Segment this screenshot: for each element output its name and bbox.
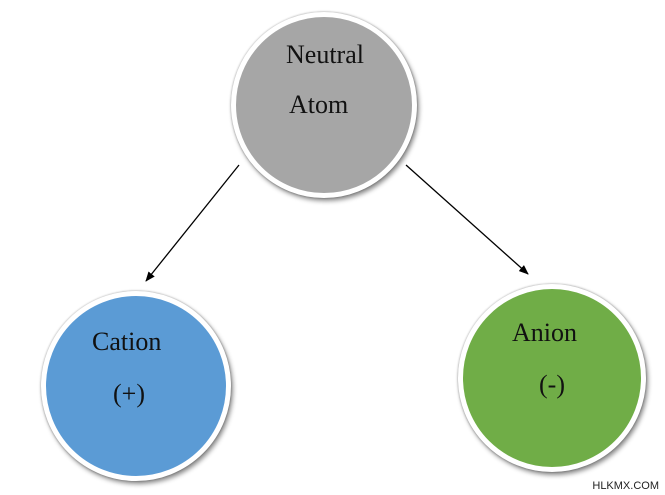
anion-node [458,284,646,472]
arrow-to-cation [145,164,240,282]
arrow-to-anion [405,164,529,275]
cation-node [41,291,231,481]
watermark: HLKMX.COM [592,480,659,492]
neutral-atom-node [231,12,417,198]
anion-charge: (-) [539,370,565,399]
neutral-atom-label-line1: Neutral [286,40,364,69]
cation-charge: (+) [113,379,145,408]
neutral-atom-label-line2: Atom [289,90,349,119]
anion-label: Anion [512,318,577,347]
cation-label: Cation [92,327,162,356]
